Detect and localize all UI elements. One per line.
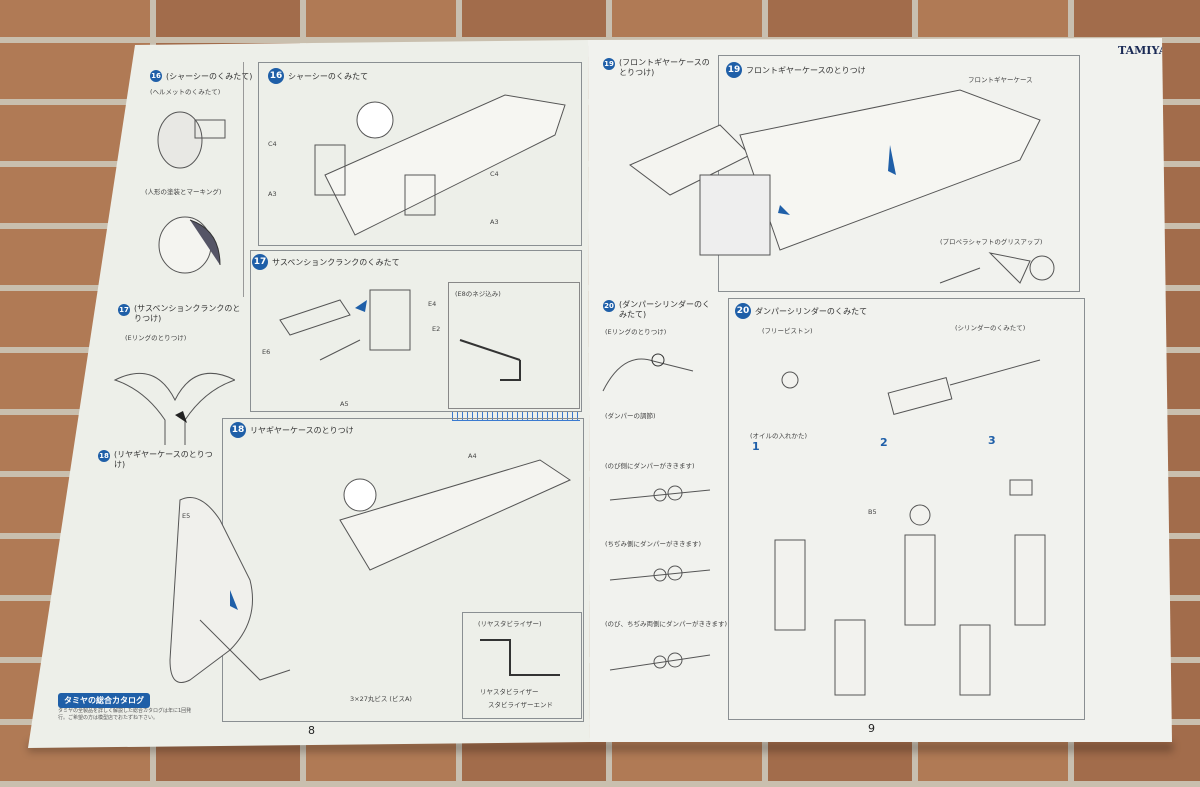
oil-step-3: 3	[988, 434, 996, 447]
side-step20-header: 20(ダンパーシリンダーのくみたて)	[603, 300, 710, 319]
label-c4: C4	[268, 140, 277, 148]
rear-stabilizer-drawing	[480, 639, 560, 676]
propshaft-grease-title: (プロペラシャフトのグリスアップ)	[940, 238, 1043, 246]
grease-drawing	[939, 252, 1055, 284]
front-gearcase-label: フロントギヤーケース	[968, 76, 1033, 84]
catalog-badge: タミヤの総合カタログ	[58, 693, 150, 708]
ering-hand-drawing	[602, 353, 694, 392]
helmet-subtitle: (ヘルメットのくみたて)	[150, 88, 221, 96]
e8-inset-title: (E8のネジ込み)	[455, 290, 501, 298]
piston-drawings	[609, 485, 711, 671]
side-step17-header: 17(サスペンションクランクのとりつけ)	[118, 304, 241, 323]
side-ering-subtitle: (Eリングのとりつけ)	[605, 328, 667, 336]
label-e4: E4	[428, 300, 437, 308]
label-a5: A5	[340, 400, 349, 408]
front-gearcase-drawing	[629, 89, 1041, 256]
page-number-9: 9	[868, 722, 875, 735]
suspension-crank-drawing	[113, 372, 235, 445]
side-step19-header: 19(フロントギヤーケースのとりつけ)	[603, 58, 710, 77]
label-c4-2: C4	[490, 170, 499, 178]
side-step18-header: 18(リヤギヤーケースのとりつけ)	[98, 450, 213, 469]
oil-filling-title: (オイルの入れかた)	[750, 432, 808, 440]
extension-damping-title: (のび側にダンパーがききます)	[605, 462, 695, 470]
chassis-drawing	[314, 94, 566, 236]
suspension-parts-drawing	[279, 289, 521, 381]
ering-subtitle: (Eリングのとりつけ)	[125, 334, 187, 342]
label-e2: E2	[432, 325, 441, 333]
oil-step-2: 2	[880, 436, 888, 449]
measuring-ruler	[452, 412, 580, 421]
oil-step-1: 1	[752, 440, 760, 453]
rear-stabilizer-inset-title: (リヤスタビライザー)	[478, 620, 542, 628]
label-e6: E6	[262, 348, 271, 356]
compression-damping-title: (ちぢみ側にダンパーがききます)	[605, 540, 702, 548]
cylinder-assembly-title: (シリンダーのくみたて)	[955, 324, 1026, 332]
label-e5: E5	[182, 512, 191, 520]
label-b5: B5	[868, 508, 877, 516]
booklet-shadow	[28, 742, 1173, 752]
helmet-drawing	[157, 111, 226, 274]
label-a3-2: A3	[490, 218, 499, 226]
label-a4: A4	[468, 452, 477, 460]
catalog-text: タミヤの全製品を詳しく解説した総合カタログは年に1回発行。ご希望の方は模型店でお…	[58, 708, 192, 721]
damper-adjust-title: (ダンパーの調節)	[605, 412, 656, 420]
figure-painting-subtitle: (人形の塗装とマーキング)	[145, 188, 222, 196]
rear-gearcase-drawing	[169, 459, 572, 683]
rear-stabilizer-label: リヤスタビライザー	[480, 688, 539, 696]
free-piston-title: (フリーピストン)	[762, 327, 813, 335]
label-a3: A3	[268, 190, 277, 198]
page-number-8: 8	[308, 724, 315, 737]
stabilizer-end-label: スタビライザーエンド	[488, 701, 553, 709]
tamiya-logo: TAMIYA	[1118, 44, 1168, 57]
screw-label: 3×27丸ビス (ビスA)	[350, 695, 412, 703]
side-step16-header: 16(シャーシーのくみたて)	[150, 70, 253, 82]
both-damping-title: (のび、ちぢみ両側にダンパーがききます)	[605, 620, 728, 628]
damper-assembly-drawing	[774, 359, 1046, 696]
